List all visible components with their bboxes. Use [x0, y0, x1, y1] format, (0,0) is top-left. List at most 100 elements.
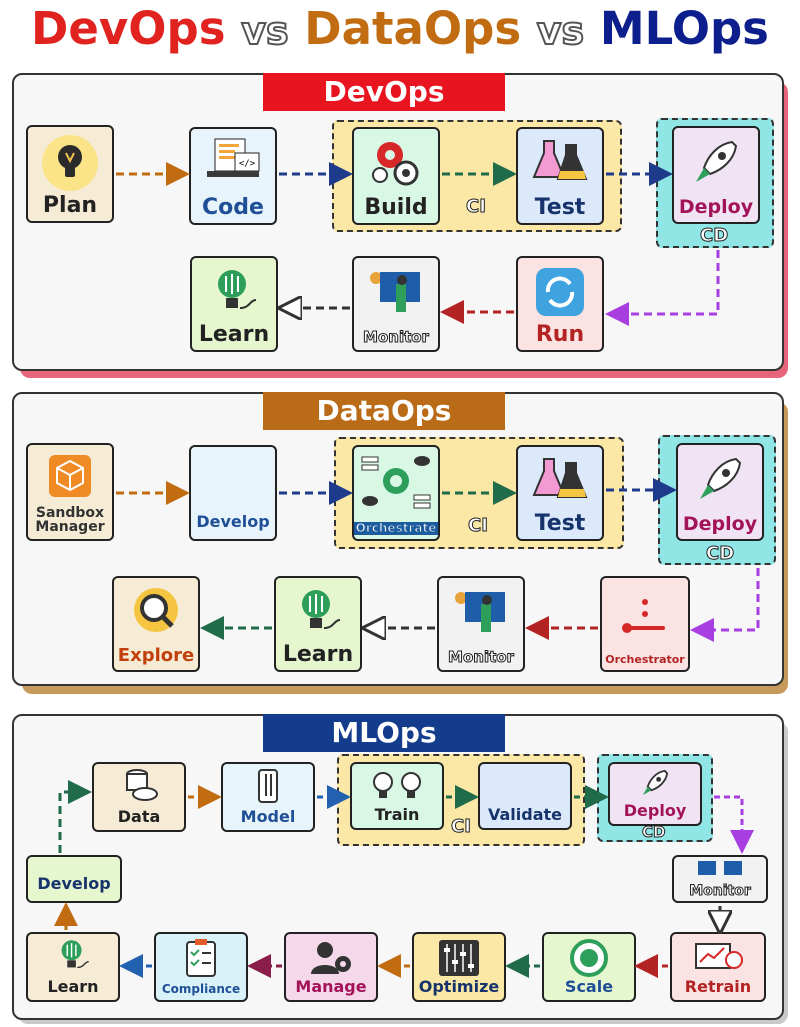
mlops-compliance-box[interactable]: Compliance	[154, 932, 248, 1002]
devops-cd-label: CD	[699, 225, 729, 247]
mlops-compliance-label: Compliance	[161, 982, 241, 997]
dataops-sandbox-label: Sandbox Manager	[35, 504, 105, 536]
dataops-orchestrate-box[interactable]: Orchestrate	[352, 445, 440, 541]
mlops-model-box[interactable]: Model	[221, 762, 315, 832]
mlops-train-box[interactable]: Train	[350, 762, 444, 830]
title-dataops: DataOps	[304, 2, 522, 55]
mlops-deploy-label: Deploy	[623, 801, 687, 821]
dataops-cd-label: CD	[705, 543, 735, 565]
rocket-icon	[674, 134, 758, 190]
mlops-banner: MLOps	[263, 714, 505, 752]
title-vs-1: vs	[240, 8, 289, 54]
dataops-test-box[interactable]: Test	[516, 445, 604, 541]
dataops-deploy-box[interactable]: Deploy	[676, 443, 764, 541]
mlops-develop-label: Develop	[37, 874, 111, 894]
devops-run-box[interactable]: Run	[516, 256, 604, 352]
dataops-ci-label: CI	[468, 515, 489, 537]
dashboard-icon	[672, 938, 764, 974]
mlops-scale-label: Scale	[564, 977, 614, 997]
devops-plan-box[interactable]: Plan	[26, 125, 114, 223]
lightbulb-icon	[28, 133, 112, 193]
devops-code-label: Code	[202, 194, 264, 220]
devops-run-label: Run	[535, 321, 585, 347]
dataops-orchestrator-label: Orchestrator	[605, 653, 685, 667]
rocket-icon	[678, 451, 762, 507]
monitor-person-icon	[439, 584, 523, 642]
dataops-test-label: Test	[534, 510, 586, 536]
mlops-deploy-box[interactable]: Deploy	[608, 762, 702, 826]
dataops-sandbox-box[interactable]: Sandbox Manager	[26, 443, 114, 541]
dataops-explore-label: Explore	[117, 645, 195, 667]
refresh-icon	[518, 264, 602, 320]
devops-code-box[interactable]: </> Code	[189, 127, 277, 225]
dataops-orchestrator-box[interactable]: Orchestrator	[600, 576, 690, 672]
page-title: DevOps vs DataOps vs MLOps	[0, 2, 800, 56]
mlops-manage-label: Manage	[295, 977, 367, 997]
mlops-cd-label: CD	[641, 823, 666, 842]
mlops-develop-box[interactable]: Develop	[26, 855, 122, 903]
mlops-monitor-label: Monitor	[689, 883, 752, 900]
dataops-learn-box[interactable]: Learn	[274, 576, 362, 672]
devops-deploy-label: Deploy	[678, 196, 754, 219]
gear-cloud-icon	[354, 453, 438, 513]
mlops-data-box[interactable]: Data	[92, 762, 186, 832]
laptop-code-icon: </>	[191, 135, 275, 187]
monitors-icon	[674, 859, 766, 881]
svg-text:</>: </>	[239, 159, 256, 169]
mlops-validate-box[interactable]: Validate	[478, 762, 572, 830]
dataops-explore-box[interactable]: Explore	[112, 576, 200, 672]
title-devops: DevOps	[31, 2, 226, 55]
bulbs-icon	[352, 768, 442, 806]
devops-monitor-label: Monitor	[363, 328, 430, 347]
devops-test-box[interactable]: Test	[516, 127, 604, 225]
user-gear-icon	[286, 938, 376, 978]
mlops-learn-label: Learn	[47, 977, 99, 997]
title-vs-2: vs	[536, 8, 585, 54]
devops-ci-label: CI	[466, 196, 487, 218]
mlops-scale-box[interactable]: Scale	[542, 932, 636, 1002]
gears-icon	[354, 135, 438, 191]
devops-banner: DevOps	[263, 73, 505, 111]
mlops-ci-label: CI	[451, 816, 472, 838]
brain-bulb-icon	[276, 584, 360, 640]
devops-build-label: Build	[364, 194, 428, 220]
rocket-icon	[610, 766, 700, 800]
devops-plan-label: Plan	[42, 192, 98, 218]
scale-circle-icon	[544, 938, 634, 978]
devops-deploy-box[interactable]: Deploy	[672, 126, 760, 224]
devops-learn-label: Learn	[198, 321, 270, 347]
dataops-deploy-label: Deploy	[682, 513, 758, 536]
dataops-monitor-box[interactable]: Monitor	[437, 576, 525, 672]
mlops-retrain-box[interactable]: Retrain	[670, 932, 766, 1002]
flasks-icon	[518, 135, 602, 191]
brain-bulb-icon	[192, 264, 276, 320]
model-icon	[223, 768, 313, 806]
dataops-develop-label: Develop	[196, 512, 270, 532]
mlops-validate-label: Validate	[487, 805, 563, 825]
devops-monitor-box[interactable]: Monitor	[352, 256, 440, 352]
database-cloud-icon	[94, 768, 184, 804]
devops-build-box[interactable]: Build	[352, 127, 440, 225]
mlops-monitor-box[interactable]: Monitor	[672, 855, 768, 903]
mlops-model-label: Model	[240, 807, 296, 827]
dataops-monitor-label: Monitor	[448, 648, 515, 667]
mlops-optimize-box[interactable]: Optimize	[412, 932, 506, 1002]
flasks-icon	[518, 453, 602, 509]
dataops-develop-box[interactable]: Develop	[189, 445, 277, 541]
mlops-manage-box[interactable]: Manage	[284, 932, 378, 1002]
dataops-orchestrate-label: Orchestrate	[353, 521, 439, 536]
dataops-banner: DataOps	[263, 392, 505, 430]
mlops-train-label: Train	[374, 805, 420, 825]
monitor-person-icon	[354, 264, 438, 322]
magnifier-icon	[114, 584, 198, 640]
dataops-learn-label: Learn	[282, 641, 354, 667]
devops-test-label: Test	[534, 194, 586, 220]
title-mlops: MLOps	[599, 2, 769, 55]
mlops-learn-box[interactable]: Learn	[26, 932, 120, 1002]
slider-icon	[602, 584, 688, 640]
devops-learn-box[interactable]: Learn	[190, 256, 278, 352]
cube-icon	[28, 451, 112, 501]
brain-bulb-icon	[28, 936, 118, 976]
mlops-optimize-label: Optimize	[418, 977, 500, 997]
mlops-retrain-label: Retrain	[684, 977, 752, 997]
